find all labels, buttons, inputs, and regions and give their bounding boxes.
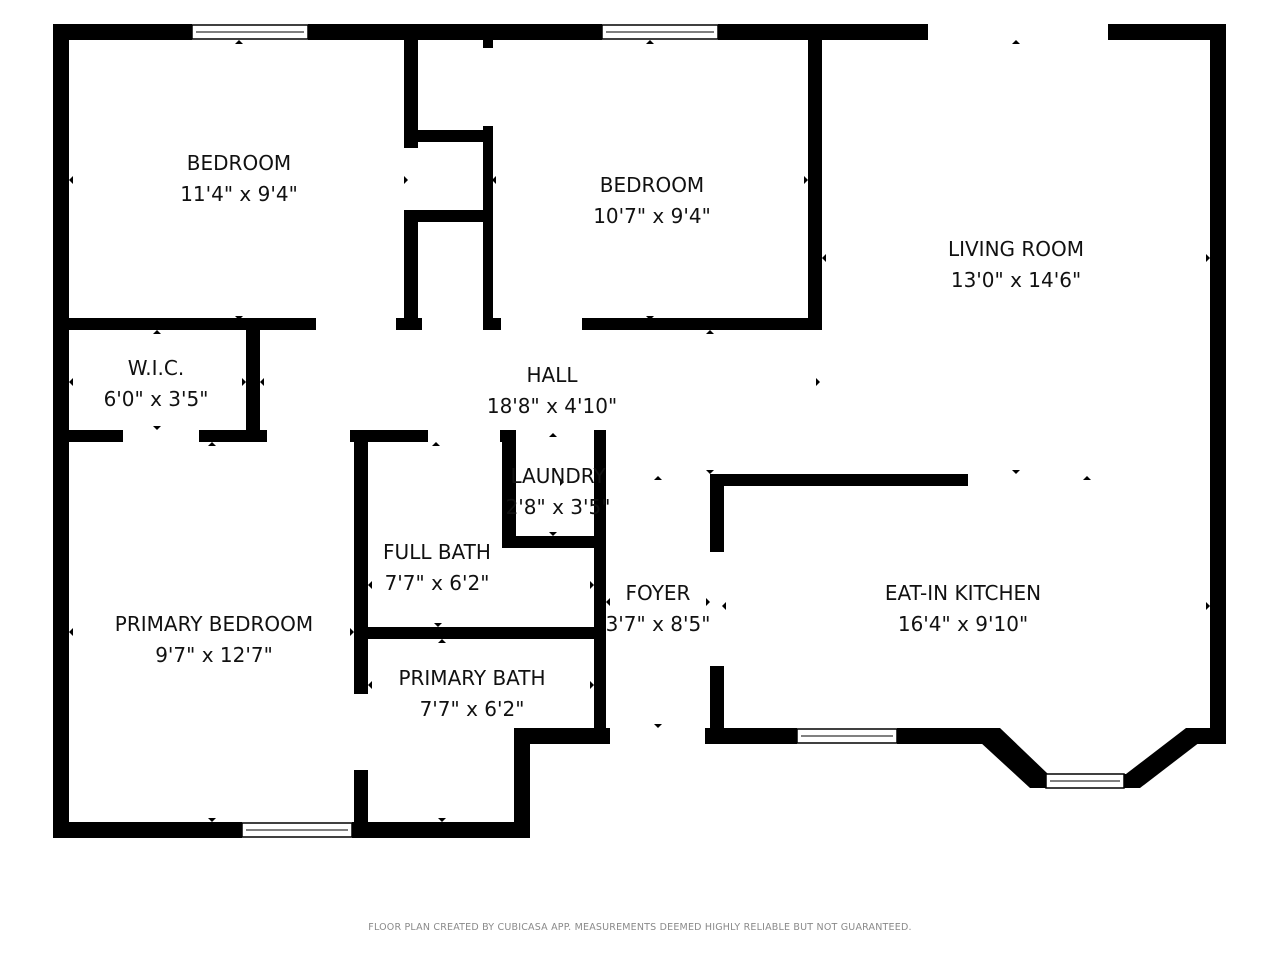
windows bbox=[191, 24, 1125, 838]
room-laundry: LAUNDRY 2'8" x 3'5" bbox=[506, 464, 611, 519]
room-dimensions: 2'8" x 3'5" bbox=[506, 495, 611, 519]
wall bbox=[897, 728, 989, 744]
wall bbox=[354, 430, 368, 694]
walls bbox=[53, 24, 1226, 838]
wall bbox=[582, 318, 822, 330]
room-dimensions: 9'7" x 12'7" bbox=[155, 643, 273, 667]
room-wic: W.I.C. 6'0" x 3'5" bbox=[104, 356, 209, 411]
wall bbox=[1030, 774, 1046, 788]
room-labels: BEDROOM 11'4" x 9'4" BEDROOM 10'7" x 9'4… bbox=[104, 151, 1084, 721]
room-name: W.I.C. bbox=[128, 356, 184, 380]
room-bedroom-1: BEDROOM 11'4" x 9'4" bbox=[180, 151, 298, 206]
wall bbox=[483, 24, 493, 48]
room-name: BEDROOM bbox=[600, 173, 704, 197]
room-name: FOYER bbox=[626, 581, 691, 605]
room-dimensions: 18'8" x 4'10" bbox=[487, 394, 617, 418]
room-full-bath: FULL BATH 7'7" x 6'2" bbox=[383, 540, 491, 595]
bay-wall-left bbox=[980, 728, 1048, 788]
room-name: EAT-IN KITCHEN bbox=[885, 581, 1041, 605]
wall bbox=[404, 210, 418, 330]
room-primary-bath: PRIMARY BATH 7'7" x 6'2" bbox=[398, 666, 545, 721]
room-dimensions: 11'4" x 9'4" bbox=[180, 182, 298, 206]
wall bbox=[705, 728, 797, 744]
wall bbox=[404, 130, 492, 142]
wall bbox=[53, 822, 242, 838]
room-name: LAUNDRY bbox=[510, 464, 606, 488]
room-bedroom-2: BEDROOM 10'7" x 9'4" bbox=[593, 173, 711, 228]
wall bbox=[354, 627, 606, 639]
wall bbox=[396, 318, 422, 330]
wall bbox=[1210, 24, 1226, 743]
wall bbox=[483, 126, 493, 330]
wall bbox=[53, 430, 123, 442]
wall bbox=[53, 318, 316, 330]
wall bbox=[199, 430, 267, 442]
wall bbox=[514, 728, 530, 838]
room-dimensions: 3'7" x 8'5" bbox=[606, 612, 711, 636]
room-name: PRIMARY BATH bbox=[398, 666, 545, 690]
wall bbox=[53, 24, 192, 40]
wall bbox=[718, 24, 928, 40]
wall bbox=[502, 430, 516, 548]
room-dimensions: 13'0" x 14'6" bbox=[951, 268, 1081, 292]
wall bbox=[710, 666, 724, 744]
room-primary-bedroom: PRIMARY BEDROOM 9'7" x 12'7" bbox=[115, 612, 313, 667]
room-dimensions: 10'7" x 9'4" bbox=[593, 204, 711, 228]
wall bbox=[1108, 24, 1226, 40]
room-hall: HALL 18'8" x 4'10" bbox=[487, 363, 617, 418]
wall bbox=[1124, 774, 1140, 788]
wall bbox=[352, 822, 530, 838]
wall bbox=[308, 24, 602, 40]
wall bbox=[404, 24, 418, 148]
wall bbox=[354, 770, 368, 838]
room-foyer: FOYER 3'7" x 8'5" bbox=[606, 581, 711, 636]
room-name: BEDROOM bbox=[187, 151, 291, 175]
wall bbox=[514, 728, 610, 744]
wall bbox=[710, 474, 724, 552]
room-living-room: LIVING ROOM 13'0" x 14'6" bbox=[948, 237, 1084, 292]
footer-disclaimer: FLOOR PLAN CREATED BY CUBICASA APP. MEAS… bbox=[368, 922, 911, 933]
room-eat-in-kitchen: EAT-IN KITCHEN 16'4" x 9'10" bbox=[885, 581, 1041, 636]
room-dimensions: 7'7" x 6'2" bbox=[385, 571, 490, 595]
room-dimensions: 6'0" x 3'5" bbox=[104, 387, 209, 411]
room-name: LIVING ROOM bbox=[948, 237, 1084, 261]
room-dimensions: 16'4" x 9'10" bbox=[898, 612, 1028, 636]
bay-wall-right bbox=[1126, 728, 1200, 788]
wall bbox=[808, 24, 822, 330]
wall bbox=[246, 318, 260, 442]
room-name: HALL bbox=[526, 363, 578, 387]
door-markers bbox=[69, 40, 1210, 822]
room-name: FULL BATH bbox=[383, 540, 491, 564]
wall bbox=[710, 474, 968, 486]
room-name: PRIMARY BEDROOM bbox=[115, 612, 313, 636]
wall bbox=[502, 536, 606, 548]
room-dimensions: 7'7" x 6'2" bbox=[420, 697, 525, 721]
wall bbox=[404, 210, 492, 222]
wall bbox=[350, 430, 428, 442]
wall bbox=[483, 318, 501, 330]
